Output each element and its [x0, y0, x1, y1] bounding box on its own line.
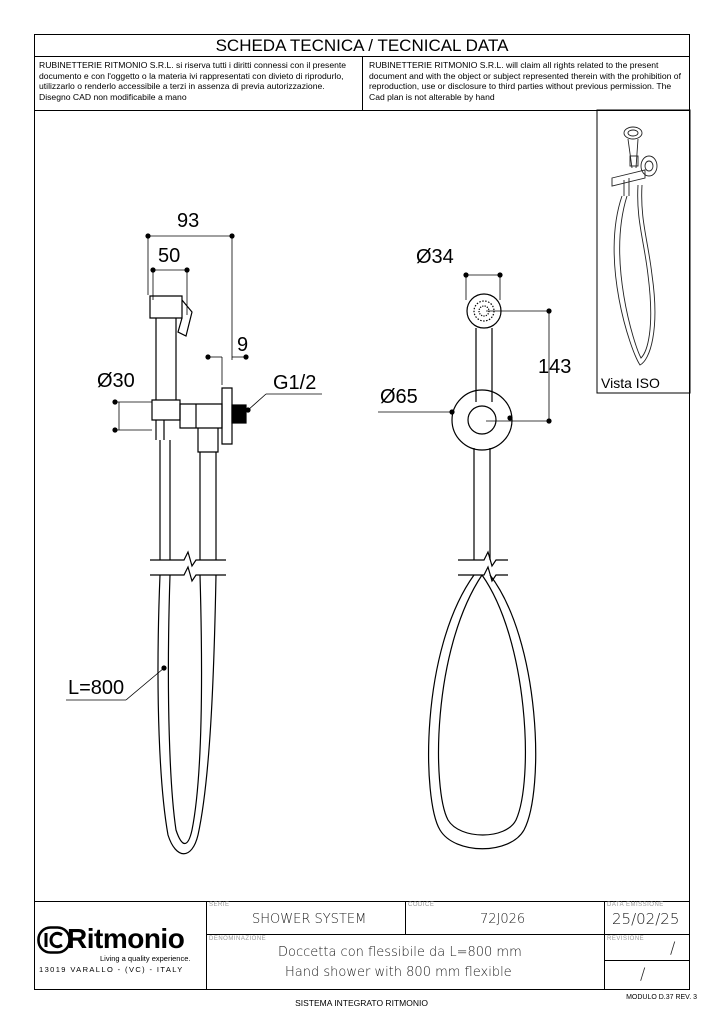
dim-overall-depth: 93	[177, 210, 200, 232]
copyright-notice-en: RUBINETTERIE RITMONIO S.R.L. will claim …	[369, 60, 681, 102]
ritmonio-logo-icon	[37, 926, 71, 954]
front-view	[378, 272, 552, 850]
copyright-notice-it: RUBINETTERIE RITMONIO S.R.L. si riserva …	[39, 60, 347, 102]
dim-flange-thickness: 9	[237, 334, 249, 356]
denominazione-label: DENOMINAZIONE	[209, 936, 267, 942]
title-block	[34, 901, 690, 990]
brand-tagline: Living a quality experience.	[100, 954, 191, 963]
data-emissione-label: DATA EMISSIONE	[607, 902, 664, 908]
dim-diameter-30: Ø30	[97, 370, 135, 392]
title-block-divider-5	[604, 960, 690, 961]
header-divider	[362, 57, 363, 110]
brand-name: Ritmonio	[67, 923, 185, 954]
dim-thread: G1/2	[273, 372, 317, 394]
revisione-label: REVISIONE	[607, 936, 645, 942]
footer-modulo: MODULO D.37 REV. 3	[626, 994, 697, 1001]
iso-view	[596, 109, 691, 394]
revisione-extra: /	[640, 964, 646, 983]
footer-system: SISTEMA INTEGRATO RITMONIO	[295, 998, 428, 1008]
data-emissione-value: 25/02/25	[612, 910, 680, 928]
dim-diameter-34: Ø34	[416, 246, 454, 268]
serie-value: SHOWER SYSTEM	[252, 912, 367, 927]
dim-height-143: 143	[538, 356, 572, 378]
dim-diameter-65: Ø65	[380, 386, 418, 408]
sheet-title: SCHEDA TECNICA / TECNICAL DATA	[34, 35, 690, 57]
title-block-divider-4	[604, 901, 605, 990]
revisione-value: /	[670, 938, 676, 957]
title-block-divider-1	[206, 901, 207, 990]
codice-label: CODICE	[408, 902, 435, 908]
iso-view-label: Vista ISO	[601, 375, 660, 391]
brand-address: 13019 VARALLO - (VC) - ITALY	[39, 965, 184, 974]
title-block-divider-3	[405, 901, 406, 934]
denominazione-it: Doccetta con flessibile da L=800 mm	[278, 945, 522, 960]
dim-head-depth: 50	[158, 245, 181, 267]
dim-hose-length: L=800	[68, 677, 125, 699]
side-view	[66, 233, 322, 855]
brand-logo: Ritmonio Living a quality experience. 13…	[37, 922, 205, 976]
title-block-divider-2	[206, 934, 690, 935]
header-bottom-rule	[34, 110, 690, 111]
codice-value: 72J026	[480, 912, 526, 927]
denominazione-en: Hand shower with 800 mm flexible	[285, 965, 512, 980]
sheet-frame	[34, 34, 690, 990]
serie-label: SERIE	[209, 902, 230, 908]
